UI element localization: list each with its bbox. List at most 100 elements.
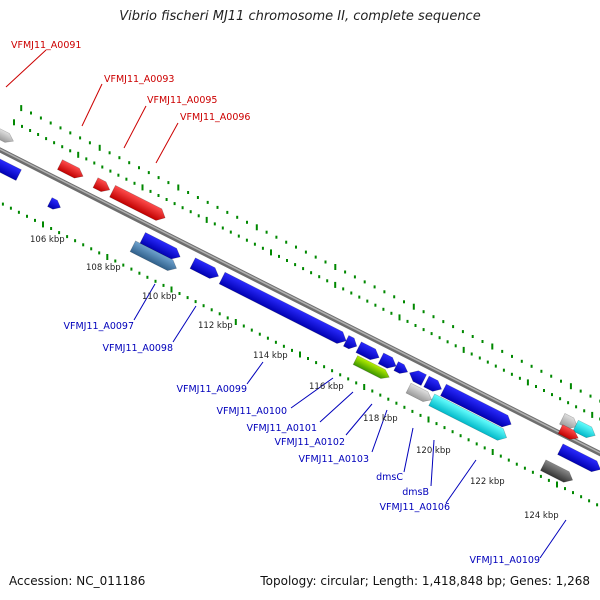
tick-dot — [452, 325, 455, 329]
gene-cyan-right — [572, 419, 596, 439]
gene-label: VFMJ11_A0096 — [180, 112, 250, 123]
tick-dot — [366, 299, 369, 303]
gene-blue-c — [423, 375, 442, 392]
tick-dot — [556, 481, 558, 488]
tick-dot — [483, 446, 486, 450]
tick-dot — [318, 275, 321, 279]
tick-dot — [523, 466, 526, 470]
tick-dot — [451, 430, 454, 434]
gene-label: VFMJ11_A0102 — [275, 437, 345, 448]
tick-dot — [165, 198, 168, 201]
tick-dot-rows — [1, 105, 600, 507]
tick-dot — [520, 359, 523, 363]
tick-dot — [206, 200, 209, 204]
tick-dot — [539, 474, 542, 478]
tick-dot — [551, 393, 553, 397]
tick-dot — [37, 133, 40, 136]
tick-dot — [265, 230, 268, 234]
tick-dot — [88, 141, 91, 145]
tick-dot — [42, 221, 44, 228]
kbp-tick-label: 116 kbp — [309, 382, 344, 392]
tick-dot — [117, 173, 120, 177]
tick-dot — [109, 169, 112, 173]
tick-dot — [82, 243, 85, 247]
tick-dot — [170, 286, 173, 293]
tick-dot — [446, 340, 449, 344]
tick-dot — [13, 119, 15, 126]
tick-dot — [258, 332, 261, 336]
tick-dot — [486, 360, 489, 364]
gene-label: VFMJ11_A0095 — [147, 95, 217, 106]
dots-outer — [13, 119, 600, 421]
tick-dot — [499, 454, 502, 458]
tick-dot — [108, 151, 111, 155]
tick-dot — [261, 246, 264, 250]
tick-dot — [221, 226, 224, 230]
tick-dot — [478, 356, 481, 360]
tick-dot — [226, 210, 229, 214]
kbp-tick-label: 110 kbp — [142, 292, 177, 302]
tick-dot — [580, 495, 583, 499]
tick-dot — [21, 124, 23, 128]
tick-dot — [275, 235, 278, 239]
tick-dot — [406, 319, 409, 323]
tick-dot — [187, 191, 190, 194]
tick-dot — [459, 434, 462, 438]
tick-dot — [427, 416, 430, 423]
tick-dot — [419, 413, 422, 417]
tick-dot — [285, 240, 288, 244]
gene-VFMJ11_A0099 — [342, 335, 358, 350]
tick-dot — [589, 394, 592, 398]
tick-dot — [101, 165, 104, 169]
tick-dot — [491, 449, 494, 455]
tick-dot — [567, 401, 570, 405]
tick-dot — [435, 422, 438, 426]
tick-dot — [547, 478, 550, 482]
tick-dot — [462, 346, 465, 353]
tick-dot — [596, 503, 599, 507]
tick-dot — [98, 144, 101, 151]
gene-label: VFMJ11_A0101 — [247, 423, 317, 434]
tick-dot — [543, 389, 545, 392]
tick-dot — [237, 234, 240, 238]
tick-dot — [307, 357, 309, 360]
leader-line — [345, 403, 373, 436]
tick-dot — [302, 267, 305, 271]
tick-dot — [588, 499, 591, 503]
tick-dot — [572, 491, 574, 495]
gene-label: dmsC — [376, 472, 403, 483]
gene-cyan — [428, 393, 508, 441]
kbp-tick-label: 114 kbp — [253, 351, 288, 361]
tick-dot — [157, 194, 160, 197]
kbp-tick-label: 108 kbp — [86, 263, 121, 273]
tick-dot — [511, 354, 513, 358]
gene-left-gray — [0, 127, 14, 143]
gene-labels: VFMJ11_A0091VFMJ11_A0093VFMJ11_A0095VFMJ… — [11, 40, 540, 566]
tick-dot — [114, 259, 117, 263]
tick-dot — [98, 251, 101, 255]
tick-dot — [531, 470, 534, 474]
leader-line — [430, 439, 435, 487]
gene-blue-right — [557, 443, 600, 473]
tick-dot — [270, 249, 272, 256]
gene-blue-b — [189, 257, 219, 279]
tick-dot — [49, 121, 52, 125]
tick-dot — [186, 296, 189, 300]
gene-label: VFMJ11_A0098 — [103, 343, 173, 354]
tick-dot — [26, 214, 28, 218]
tick-dot — [507, 458, 510, 462]
leader-line — [133, 283, 156, 321]
tick-dot — [515, 462, 518, 466]
kbp-tick-label: 106 kbp — [30, 235, 65, 245]
tick-dot — [205, 216, 208, 223]
gene-VFMJ11_A0109 — [540, 459, 574, 483]
kbp-tick-label: 118 kbp — [363, 414, 398, 424]
tick-dot — [299, 351, 301, 358]
tick-dot — [443, 426, 446, 430]
tick-dot — [274, 340, 277, 344]
gene-VFMJ11_A0106 — [440, 383, 512, 428]
tick-dot — [526, 379, 529, 386]
tick-dot — [432, 315, 435, 319]
tick-dot — [314, 255, 317, 259]
